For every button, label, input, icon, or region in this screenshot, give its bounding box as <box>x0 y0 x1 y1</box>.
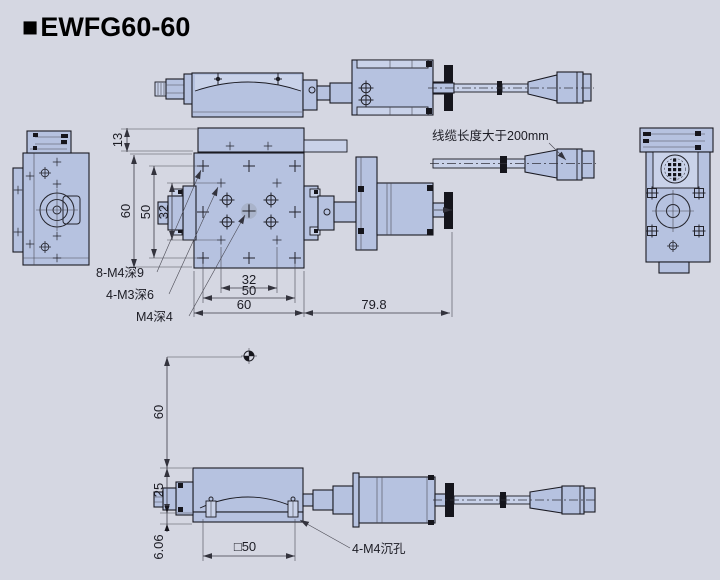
left-view-body <box>22 152 90 266</box>
callout-8-m4: 8-M4深9 <box>96 266 144 280</box>
coupling-2 <box>329 82 353 104</box>
pin-connector-circle <box>660 154 690 184</box>
front-view-dimensions: 13 60 50 32 32 50 60 79.8 8-M4深9 4-M3深6 … <box>96 128 567 324</box>
callout-4-m4-counterbore: 4-M4沉孔 <box>352 542 406 556</box>
cable-rod <box>453 495 501 505</box>
right-view-connector-block <box>639 127 714 153</box>
mount-bolts <box>205 496 299 518</box>
motor-flange <box>355 156 378 251</box>
manual-knob <box>444 192 453 229</box>
base-plate <box>192 511 304 523</box>
dim-label-6-06: 6.06 <box>151 534 166 559</box>
adjuster-knurl <box>154 81 167 97</box>
coupling-1 <box>316 85 331 101</box>
callout-m4: M4深4 <box>136 310 173 324</box>
title-text: EWFG60-60 <box>40 12 191 42</box>
datum-target-symbol <box>241 348 257 364</box>
motor-body-side <box>358 476 436 524</box>
cable-connector <box>556 71 584 104</box>
manual-knob <box>445 483 454 517</box>
cable-note: 线缆长度大于200mm <box>432 128 549 143</box>
dim-label-50v: 50 <box>138 205 153 219</box>
cable-connector <box>556 148 583 181</box>
bottom-view <box>153 348 598 528</box>
dim-label-60v: 60 <box>118 204 133 218</box>
connector-taper <box>524 149 558 179</box>
right-view-motor-boss <box>652 190 694 232</box>
connector-pins <box>668 158 682 181</box>
dim-label-13: 13 <box>110 133 125 147</box>
dim-label-32v: 32 <box>156 205 171 219</box>
left-view-center-bore <box>36 189 78 231</box>
dim-label-25: 25 <box>151 483 166 497</box>
dim-label-32h: 32 <box>242 272 256 287</box>
motor-body <box>376 182 434 236</box>
title-marker-icon: ■ <box>22 12 39 42</box>
dim-label-60-travel: 60 <box>151 405 166 419</box>
top-plate-strip <box>197 127 305 153</box>
right-bracket <box>302 79 318 111</box>
dim-label-sq50: □50 <box>234 539 256 554</box>
front-view <box>157 127 596 269</box>
cable-collar <box>500 156 507 173</box>
left-view-groove <box>62 195 81 225</box>
left-clamp-flange <box>182 185 197 241</box>
motor-flange <box>352 472 360 528</box>
top-view <box>154 59 594 118</box>
right-view-foot <box>658 261 690 274</box>
left-side-view <box>12 130 90 266</box>
left-view-side-plate <box>12 167 24 253</box>
right-side-view <box>639 127 714 274</box>
page-title: ■EWFG60-60 <box>22 12 190 43</box>
dim-label-60h: 60 <box>237 297 251 312</box>
dim-label-79-8: 79.8 <box>361 297 386 312</box>
dim-label-50h: 50 <box>242 283 256 298</box>
curved-way-line <box>194 81 302 92</box>
callout-4-m3: 4-M3深6 <box>106 288 154 302</box>
way-markers <box>214 73 282 85</box>
adjuster-hex <box>165 78 185 100</box>
bottom-view-dimensions: 60 25 6.06 □50 4-M4沉孔 <box>151 356 406 561</box>
